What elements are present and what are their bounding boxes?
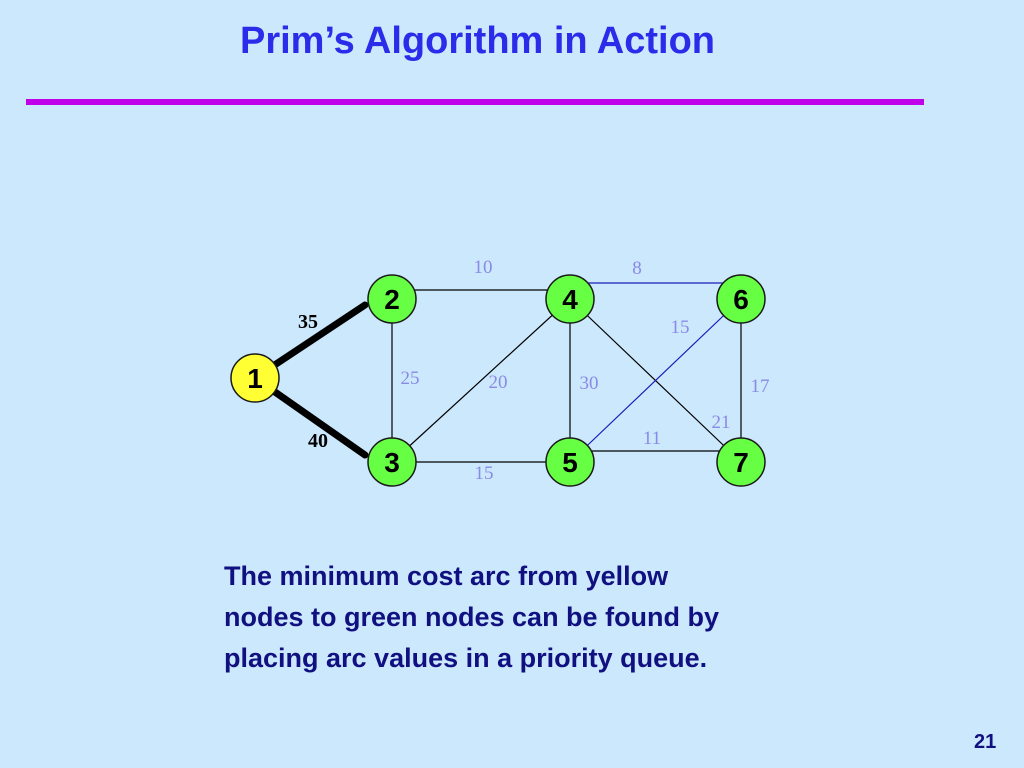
edge-weight-1-2: 35	[298, 311, 318, 333]
node-label-6: 6	[733, 284, 749, 315]
caption-line-1: The minimum cost arc from yellow	[224, 561, 669, 591]
edge-3-4	[391, 298, 571, 463]
node-3	[367, 437, 417, 487]
caption-line-3: placing arc values in a priority queue.	[224, 643, 708, 673]
edge-weight-2-4: 10	[474, 257, 493, 278]
slide-title: Prim’s Algorithm in Action	[239, 20, 716, 62]
node-label-2: 2	[384, 284, 400, 315]
edge-weight-3-4: 20	[489, 372, 508, 393]
edge-weight-5-6: 15	[671, 317, 690, 338]
edge-5-6	[569, 298, 742, 463]
edge-weight-4-7: 21	[712, 412, 731, 433]
edge-weight-1-3: 40	[308, 430, 328, 452]
node-1	[230, 353, 280, 403]
node-6	[716, 274, 766, 324]
caption-text: The minimum cost arc from yellow nodes t…	[224, 556, 884, 679]
title-underline	[26, 99, 924, 105]
edge-weight-3-5: 15	[475, 463, 494, 484]
node-label-3: 3	[384, 447, 400, 478]
edge-weight-6-7: 17	[751, 376, 770, 397]
node-4	[545, 274, 595, 324]
node-label-4: 4	[562, 284, 578, 315]
node-5	[545, 437, 595, 487]
edge-weight-4-5: 30	[580, 373, 599, 394]
node-label-7: 7	[733, 447, 749, 478]
node-label-1: 1	[247, 363, 263, 394]
node-label-5: 5	[562, 447, 578, 478]
edge-weight-2-3: 25	[401, 368, 420, 389]
node-7	[716, 437, 766, 487]
page-number: 21	[974, 731, 997, 753]
edge-weight-4-6: 8	[632, 258, 642, 279]
node-2	[367, 274, 417, 324]
edge-weight-5-7: 11	[643, 428, 661, 449]
caption-line-2: nodes to green nodes can be found by	[224, 602, 720, 632]
